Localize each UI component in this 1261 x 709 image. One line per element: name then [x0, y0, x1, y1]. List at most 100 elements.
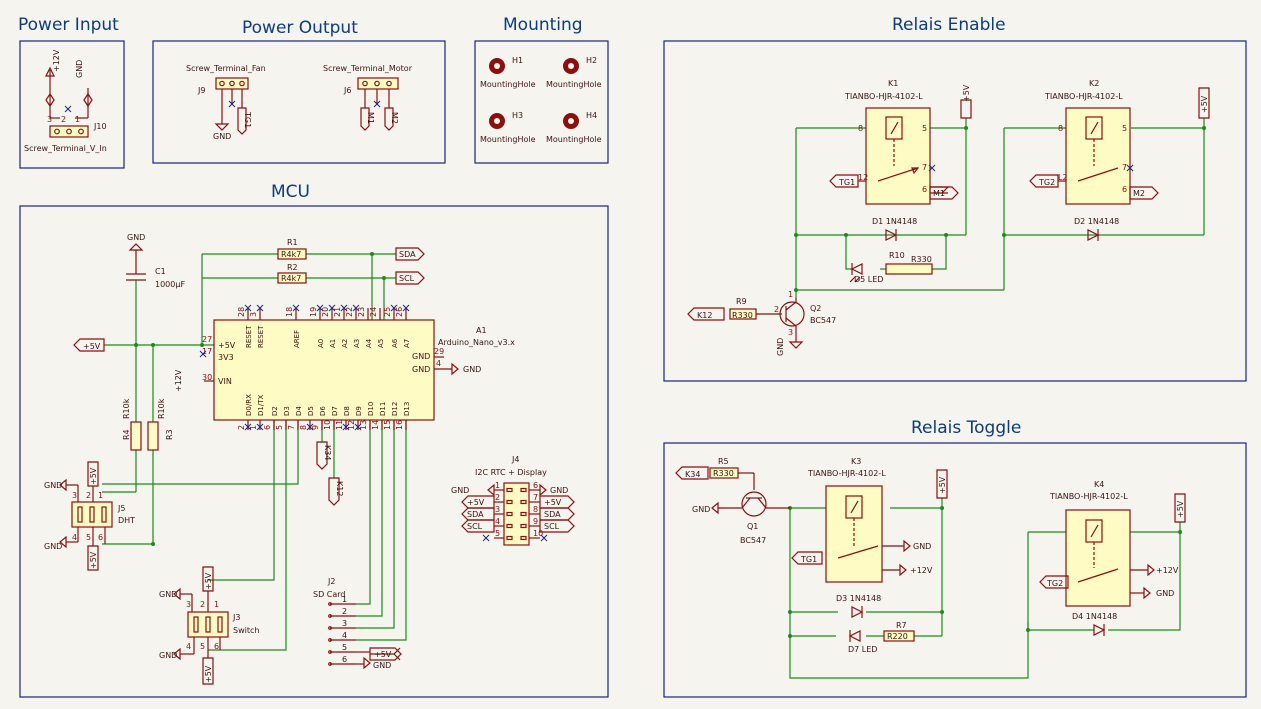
arduino-bottom-pin-name: D11	[379, 402, 387, 416]
label-j10: J10	[93, 122, 107, 131]
j2-pin-num: 6	[342, 655, 347, 664]
label-gnd-j5: GND	[44, 481, 62, 490]
label-h4: H4	[586, 111, 597, 120]
arduino-bottom-pin-name: D5	[307, 406, 315, 416]
j2-pin-num: 5	[342, 643, 347, 652]
label-r4: R4	[122, 429, 131, 440]
label-k1: K1	[888, 79, 898, 88]
label-q2: Q2	[810, 304, 821, 313]
label-k2-value: TIANBO-HJR-4102-L	[1044, 92, 1123, 101]
label-k3: K3	[851, 457, 861, 466]
j3-connector	[187, 611, 229, 638]
j4-pin-right: 6	[533, 481, 538, 490]
arduino-bottom-pin-num: 2	[237, 425, 246, 430]
j4-pin-right: 8	[533, 505, 538, 514]
svg-text:12: 12	[858, 173, 868, 182]
label-a1-val: Arduino_Nano_v3.x	[438, 338, 515, 347]
relay-k4	[1065, 509, 1131, 607]
arduino-top-pin-name: RESET	[245, 325, 253, 348]
label-j3: J3	[232, 613, 240, 622]
arduino-bottom-pin-name: D1/TX	[257, 395, 265, 416]
label-k3-val: TIANBO-HJR-4102-L	[807, 469, 886, 478]
label-gnd-q2: GND	[776, 338, 785, 356]
arduino-bottom-pin-num: 7	[287, 425, 296, 430]
j2-pin-num: 3	[342, 619, 347, 628]
label-d1: D1 1N4148	[872, 217, 917, 226]
label-j4-val: I2C RTC + Display	[475, 468, 547, 477]
arduino-top-pin-num: 26	[395, 307, 404, 317]
arduino-top-pin-name: A4	[365, 338, 373, 348]
label-d5: D5 LED	[854, 275, 883, 284]
svg-text:6: 6	[922, 185, 927, 194]
svg-text:30: 30	[202, 373, 212, 382]
label-gnd-q1: GND	[692, 505, 710, 514]
title-relais-enable: Relais Enable	[892, 15, 1006, 35]
label-m1-k1: M1	[933, 189, 945, 198]
svg-text:3: 3	[47, 115, 52, 124]
label-k4: K4	[1094, 480, 1104, 489]
j4-left-label: SCL	[467, 522, 483, 531]
svg-text:7: 7	[1122, 163, 1127, 172]
j4-left-label: GND	[451, 486, 469, 495]
j2-pin-num: 2	[342, 607, 347, 616]
arduino-top-pin-num: 22	[345, 307, 354, 317]
label-k1-value: TIANBO-HJR-4102-L	[844, 92, 923, 101]
title-power-input: Power Input	[18, 15, 119, 35]
label-mh2: MountingHole	[546, 80, 602, 89]
svg-text:6: 6	[1122, 185, 1127, 194]
title-relais-toggle: Relais Toggle	[911, 418, 1021, 438]
label-j4: J4	[511, 455, 519, 464]
arduino-bottom-pin-num: 5	[275, 425, 284, 430]
svg-text:8: 8	[1058, 124, 1063, 133]
arduino-bottom-pin-num: 12	[347, 420, 356, 430]
j4-right-label: SDA	[544, 510, 561, 519]
arduino-bottom-pin-num: 6	[263, 425, 272, 430]
svg-text:L2: L2	[1058, 173, 1068, 182]
label-tg2-k2: TG2	[1038, 178, 1055, 187]
label-k4-val: TIANBO-HJR-4102-L	[1049, 492, 1128, 501]
arduino-bottom-pin-name: D8	[343, 406, 351, 416]
arduino-bottom-pin-name: D9	[355, 406, 363, 416]
j4-right-label: +5V	[544, 498, 562, 507]
svg-text:4: 4	[72, 533, 77, 542]
arduino-bottom-pin-name: D3	[283, 406, 291, 416]
label-tg1-k3: TG1	[800, 555, 817, 564]
arduino-bottom-pin-num: 9	[311, 425, 320, 430]
label-5v-j5b: +5V	[89, 551, 98, 569]
label-d4: D4 1N4148	[1072, 612, 1117, 621]
label-5v-k1: +5V	[962, 84, 971, 102]
svg-text:3V3: 3V3	[218, 353, 234, 362]
frame-relais-enable	[663, 40, 1247, 382]
relay-k2	[1065, 107, 1131, 205]
label-j5-val: DHT	[118, 516, 135, 525]
label-12v-k3: +12V	[910, 566, 933, 575]
label-5v-mcu: +5V	[83, 342, 101, 351]
svg-text:2: 2	[61, 115, 66, 124]
label-r10: R10	[889, 251, 905, 260]
label-r7: R7	[896, 621, 907, 630]
label-12v-k4: +12V	[1156, 566, 1179, 575]
svg-text:7: 7	[922, 163, 927, 172]
label-m2-out: M2	[390, 112, 399, 124]
label-r7-val: R220	[887, 632, 908, 641]
label-j6: J6	[343, 86, 351, 95]
svg-text:5: 5	[922, 124, 927, 133]
svg-text:2: 2	[200, 600, 205, 609]
label-r2: R2	[287, 263, 298, 272]
label-5v-k4: +5V	[1176, 500, 1185, 518]
mcu-section: GND C1 1000µF R1 R4k7 R2 R4k7 SDA SCL +5…	[44, 233, 575, 685]
transistor-q1	[741, 491, 767, 517]
j6-connector	[357, 77, 399, 90]
arduino-bottom-pin-num: 13	[359, 420, 368, 430]
j9-connector	[215, 77, 249, 90]
arduino-bottom-pin-name: D10	[367, 402, 375, 416]
j4-pin-left: 4	[495, 517, 500, 526]
arduino-top-pin-name: AREF	[293, 330, 301, 348]
j5-connector	[71, 501, 113, 528]
arduino-bottom-pin-name: D0/RX	[245, 394, 253, 416]
label-5v-j5: +5V	[89, 467, 98, 485]
relais-toggle-section: K34 R5 R330 GND Q1 BC547 K3 TIANBO-HJR-4…	[675, 457, 1186, 679]
label-c1: C1	[155, 267, 166, 276]
